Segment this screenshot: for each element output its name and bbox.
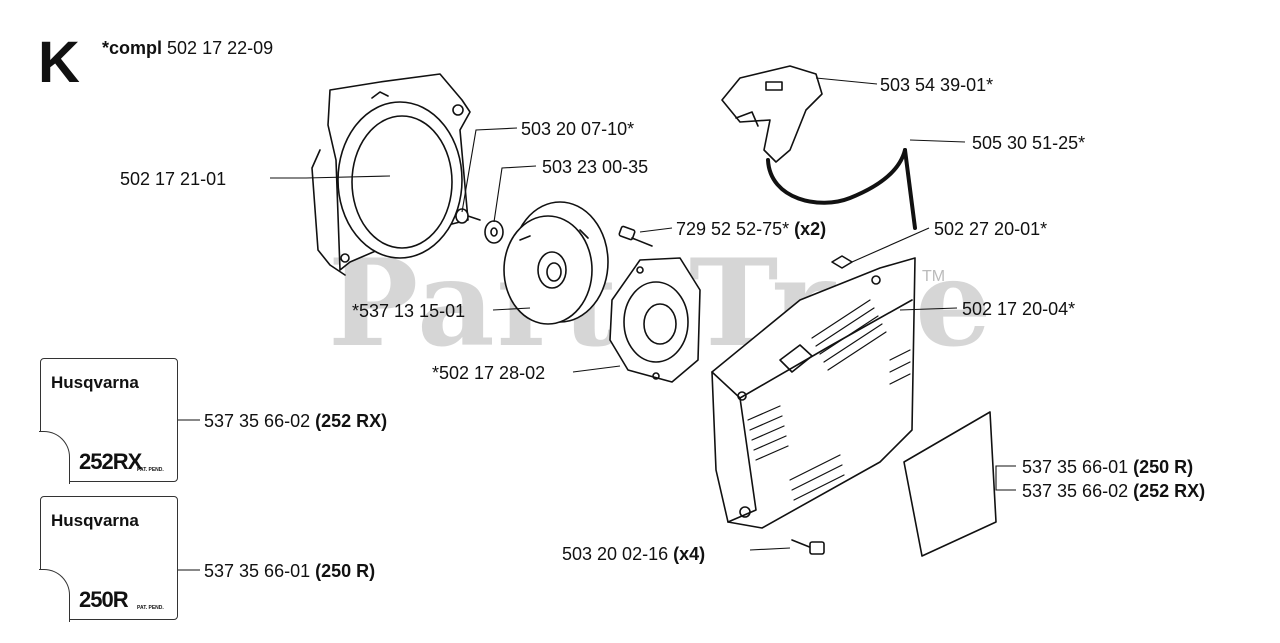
label-spring-cover: 503 20 07-10* (521, 119, 635, 139)
leader-spring-housing (572, 365, 621, 373)
label-starter-cover: 502 17 20-04* (962, 299, 1076, 319)
compl-prefix: *compl (102, 38, 163, 58)
decal-252rx-model: 252RX (79, 449, 142, 474)
label-large-screw-number: 503 20 02-16 (562, 544, 669, 564)
label-large-screw-qty: (x4) (673, 544, 706, 564)
decal-sheet-part (903, 411, 997, 557)
leader-fan-housing (270, 175, 391, 179)
clip-part (831, 255, 853, 269)
decal-252rx-brand: Husqvarna (51, 373, 139, 392)
watermark-tm: TM (922, 268, 946, 285)
leader-spring-cover (461, 127, 518, 213)
label-decal-252: 537 35 66-02 (252 RX) (204, 412, 387, 430)
label-decal-sheet-250: 537 35 66-01 (250 R) (1022, 458, 1193, 476)
compl-number: 502 17 22-09 (167, 38, 274, 58)
starter-handle-part (721, 65, 823, 163)
leader-starter-cover (899, 307, 958, 311)
label-decal-sheet-250-number: 537 35 66-01 (1022, 457, 1129, 477)
decal-250r-corner (39, 569, 70, 622)
pulley-part (503, 201, 609, 325)
label-spring-housing: *502 17 28-02 (432, 363, 546, 383)
section-letter: K (38, 30, 80, 95)
decal-252rx-illustration: Husqvarna 252RX PAT. PEND. (39, 358, 178, 484)
decal-250r-model: 250R (79, 587, 129, 612)
label-decal-250: 537 35 66-01 (250 R) (204, 562, 375, 580)
label-small-screw: 729 52 52-75* (x2) (676, 220, 826, 238)
label-decal-252-number: 537 35 66-02 (204, 411, 311, 431)
label-decal-sheet-252: 537 35 66-02 (252 RX) (1022, 482, 1205, 500)
label-decal-sheet-252-number: 537 35 66-02 (1022, 481, 1129, 501)
label-decal-sheet-250-model: (250 R) (1133, 457, 1194, 477)
starter-cord-part (766, 148, 917, 230)
decal-250r-brand: Husqvarna (51, 511, 139, 530)
label-clip: 502 27 20-01* (934, 219, 1048, 239)
label-handle: 503 54 39-01* (880, 75, 994, 95)
large-screw-part (791, 539, 825, 555)
label-pulley: *537 13 15-01 (352, 301, 466, 321)
starter-cover-part (711, 257, 916, 529)
spring-housing-part (609, 257, 701, 383)
leader-clip (851, 227, 930, 263)
washer-part (484, 220, 504, 244)
label-large-screw: 503 20 02-16 (x4) (562, 545, 705, 563)
label-decal-250-number: 537 35 66-01 (204, 561, 311, 581)
complete-assembly-label: *compl 502 17 22-09 (102, 38, 273, 59)
decal-252rx-small-print: PAT. PEND. (137, 467, 164, 473)
label-decal-252-model: (252 RX) (315, 411, 388, 431)
leader-small-screw (639, 227, 673, 233)
leader-decal-sheet (995, 465, 1016, 491)
leader-cord (909, 139, 966, 143)
label-cord: 505 30 51-25* (972, 133, 1086, 153)
leader-pulley (492, 307, 531, 311)
decal-250r-illustration: Husqvarna 250R PAT. PEND. (39, 496, 178, 622)
spring-cover-screw-part (455, 208, 481, 224)
leader-washer (493, 165, 537, 223)
label-small-screw-qty: (x2) (794, 219, 827, 239)
small-screw-part (618, 225, 653, 247)
label-decal-250-model: (250 R) (315, 561, 376, 581)
decal-252rx-corner (39, 431, 70, 484)
decal-250r-small-print: PAT. PEND. (137, 605, 164, 611)
label-fan-housing: 502 17 21-01 (120, 169, 227, 189)
leader-handle (815, 77, 878, 85)
label-washer: 503 23 00-35 (542, 157, 649, 177)
label-decal-sheet-252-model: (252 RX) (1133, 481, 1206, 501)
label-small-screw-number: 729 52 52-75* (676, 219, 790, 239)
fan-housing-part (311, 73, 471, 276)
leader-large-screw (749, 547, 791, 551)
